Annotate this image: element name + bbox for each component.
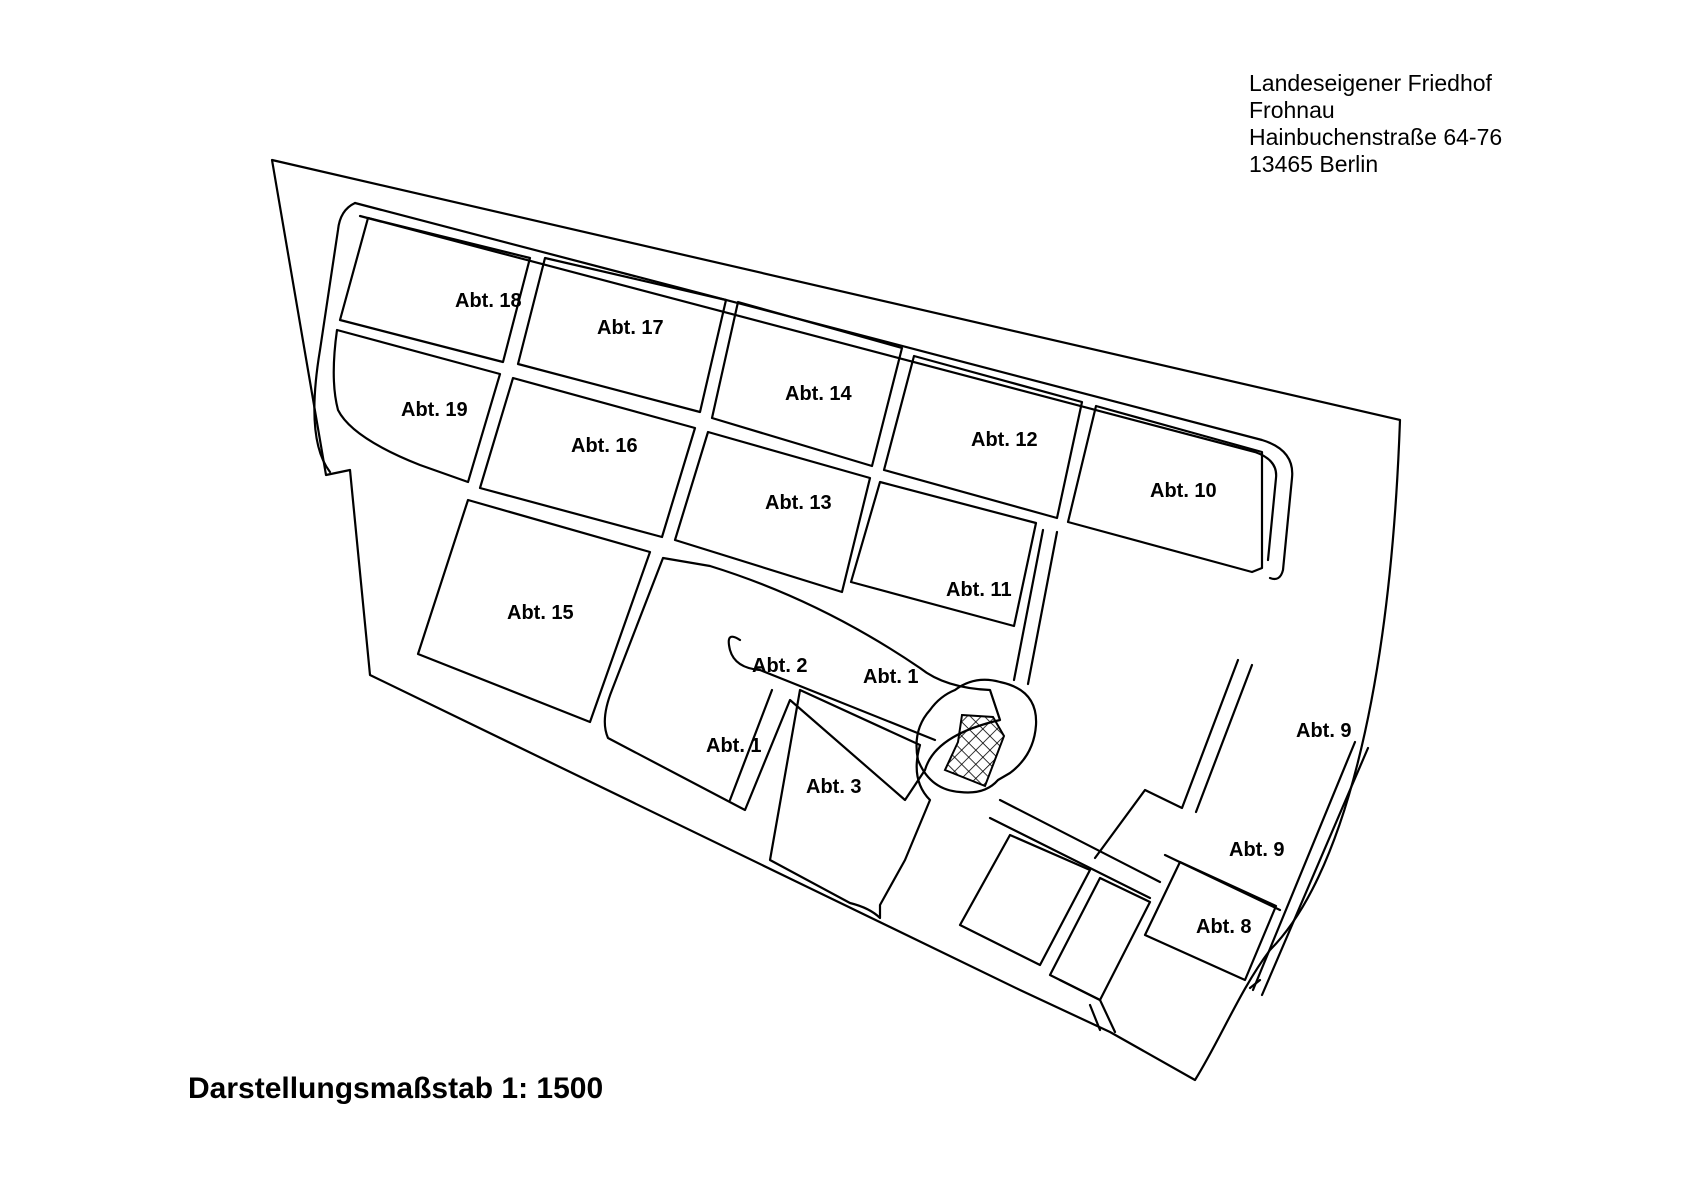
label-section-14: Abt. 14	[785, 383, 853, 405]
label-section-1-east: Abt. 1	[863, 666, 919, 688]
section-19-outline	[332, 328, 502, 484]
section-2-outline	[727, 635, 937, 742]
label-section-3: Abt. 3	[806, 776, 862, 798]
label-section-9-south: Abt. 9	[1229, 839, 1285, 861]
address-line-city: 13465 Berlin	[1249, 151, 1379, 177]
label-section-18: Abt. 18	[455, 290, 522, 312]
section-8-outline	[1143, 860, 1278, 982]
central-plaza	[915, 678, 1038, 794]
section-13-outline	[673, 430, 872, 594]
section-16-outline	[478, 376, 697, 539]
label-section-12: Abt. 12	[971, 429, 1038, 451]
label-section-1-south: Abt. 1	[706, 735, 762, 757]
section-1-south-path	[728, 688, 774, 802]
plaza-north-path	[1012, 528, 1059, 686]
label-section-13: Abt. 13	[765, 492, 832, 514]
section-9-path-north	[1093, 658, 1254, 860]
section-12-outline	[882, 354, 1084, 520]
label-section-8: Abt. 8	[1196, 916, 1252, 938]
label-section-19: Abt. 19	[401, 399, 468, 421]
label-section-17: Abt. 17	[597, 317, 664, 339]
label-section-11: Abt. 11	[946, 579, 1012, 601]
chapel-building	[943, 713, 1006, 788]
perimeter-path-outer	[353, 201, 1294, 581]
perimeter-path-inner	[358, 214, 1278, 562]
label-section-15: Abt. 15	[507, 602, 574, 624]
section-17-outline	[516, 256, 728, 414]
address-line-street: Hainbuchenstraße 64-76	[1249, 124, 1503, 150]
section-1-2-3-outline	[603, 556, 1002, 812]
address-line-name: Landeseigener Friedhof	[1249, 70, 1492, 96]
section-11-outline	[849, 480, 1038, 628]
label-section-2: Abt. 2	[752, 655, 808, 677]
section-14-outline	[710, 300, 904, 468]
section-10-outline	[1066, 404, 1264, 574]
south-exit-path	[1058, 978, 1117, 1034]
label-section-9-north: Abt. 9	[1296, 720, 1352, 742]
section-9-path-south	[1251, 740, 1370, 997]
cemetery-boundary	[270, 158, 1402, 1082]
section-18-outline	[338, 216, 532, 364]
cemetery-address: Landeseigener Friedhof Frohnau Hainbuche…	[1249, 70, 1502, 178]
map-scale-label: Darstellungsmaßstab 1: 1500	[188, 1072, 604, 1105]
label-section-10: Abt. 10	[1150, 480, 1217, 502]
label-section-16: Abt. 16	[571, 435, 638, 457]
perimeter-west-outer	[313, 201, 357, 474]
section-east-block-1	[958, 833, 1092, 967]
address-line-district: Frohnau	[1249, 97, 1335, 123]
southeast-path	[988, 798, 1162, 900]
section-9-lower-path	[1163, 853, 1282, 990]
section-15-outline	[416, 498, 652, 724]
section-3-outline	[768, 688, 932, 920]
